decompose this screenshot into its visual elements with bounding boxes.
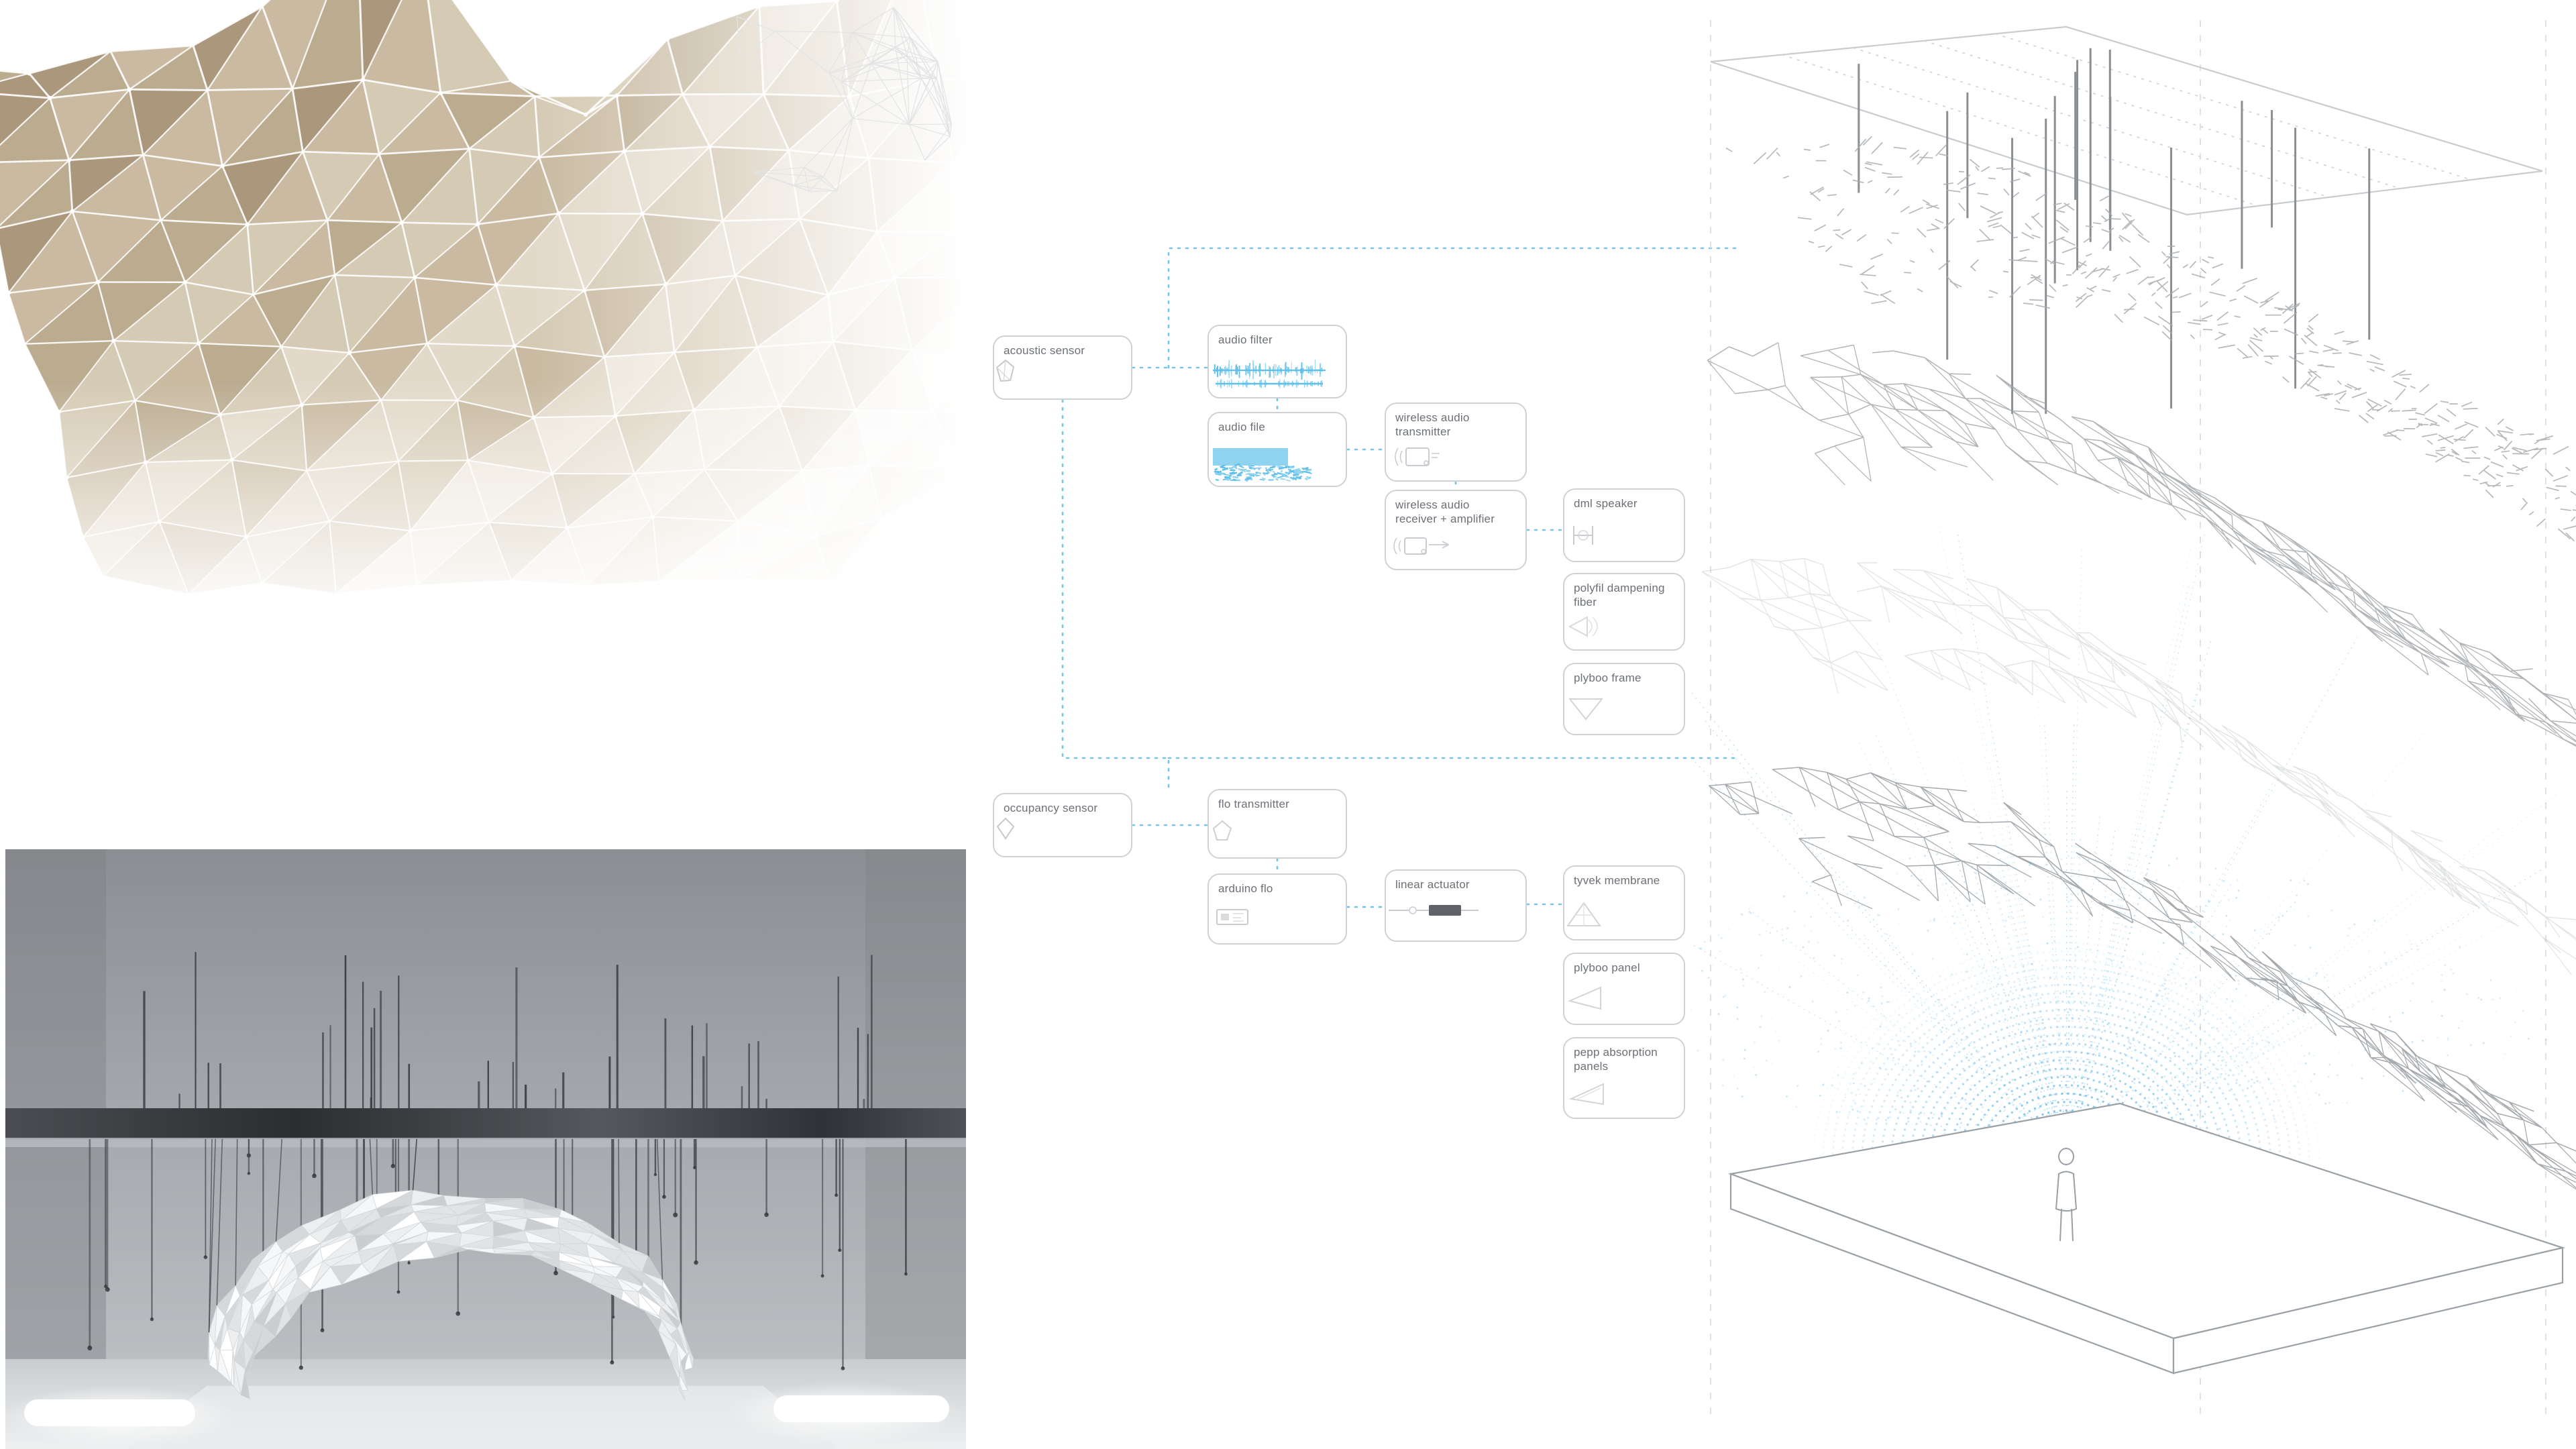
- node-linear-actuator[interactable]: linear actuator: [1385, 869, 1527, 942]
- node-pepp-absorption[interactable]: pepp absorption panels: [1563, 1037, 1685, 1119]
- axon-acoustic-waves: [1690, 523, 2561, 1161]
- axon-ceiling-plane: [1710, 25, 2543, 216]
- node-audio-filter-label: audio filter: [1218, 333, 1273, 346]
- panel-triangle-icon: [1564, 983, 1684, 1018]
- node-polyfil-fiber-label: polyfil dampening fiber: [1574, 582, 1665, 609]
- node-plyboo-frame[interactable]: plyboo frame: [1563, 663, 1685, 735]
- crystal-sensor-icon: [994, 358, 1131, 393]
- transmitter-icon: [1386, 443, 1525, 478]
- exploded-axonometric: [1690, 20, 2576, 1449]
- node-plyboo-panel[interactable]: plyboo panel: [1563, 953, 1685, 1025]
- node-occupancy-sensor[interactable]: occupancy sensor: [993, 793, 1132, 857]
- node-wireless-audio-receiver[interactable]: wireless audio receiver + amplifier: [1385, 490, 1527, 570]
- node-wireless-audio-transmitter[interactable]: wireless audio transmitter: [1385, 402, 1527, 482]
- absorption-triangle-icon: [1564, 1080, 1684, 1115]
- node-acoustic-sensor[interactable]: acoustic sensor: [993, 335, 1132, 400]
- node-occupancy-sensor-label: occupancy sensor: [1004, 802, 1098, 814]
- node-dml-speaker-label: dml speaker: [1574, 497, 1638, 510]
- membrane-triangle-icon: [1564, 899, 1684, 934]
- axon-floor-slab: [1727, 1102, 2566, 1375]
- spectrogram-icon: [1209, 445, 1346, 482]
- frame-triangle-icon: [1564, 694, 1684, 729]
- speaker-icon: [1564, 521, 1684, 555]
- axon-mesh-layers: [1701, 136, 2576, 1190]
- node-arduino-flo-label: arduino flo: [1218, 882, 1273, 895]
- node-audio-file-label: audio file: [1218, 421, 1266, 433]
- axon-suspension-rods: [1858, 48, 2371, 415]
- diamond-sensor-icon: [994, 816, 1131, 851]
- fiber-icon: [1564, 613, 1684, 648]
- flow-connection-lines: [1061, 247, 1739, 908]
- canopy-photograph: [0, 0, 973, 634]
- node-polyfil-fiber[interactable]: polyfil dampening fiber: [1563, 573, 1685, 651]
- node-tyvek-membrane[interactable]: tyvek membrane: [1563, 865, 1685, 941]
- model-photo-graphic: [5, 849, 966, 1449]
- node-flo-transmitter[interactable]: flo transmitter: [1208, 789, 1347, 859]
- waveform-icon: [1209, 357, 1346, 392]
- axon-human-figure: [2055, 1148, 2078, 1242]
- node-plyboo-panel-label: plyboo panel: [1574, 961, 1640, 974]
- node-pepp-absorption-label: pepp absorption panels: [1574, 1046, 1658, 1073]
- node-acoustic-sensor-label: acoustic sensor: [1004, 344, 1085, 357]
- node-wireless-audio-receiver-label: wireless audio receiver + amplifier: [1395, 498, 1495, 526]
- actuator-icon: [1386, 900, 1525, 935]
- node-flo-transmitter-label: flo transmitter: [1218, 798, 1289, 810]
- node-audio-file[interactable]: audio file: [1208, 412, 1347, 487]
- receiver-amp-icon: [1386, 533, 1525, 568]
- systems-flow-diagram: acoustic sensor audio filter audio file …: [993, 221, 1739, 1161]
- canopy-photo-graphic: [0, 0, 973, 634]
- node-arduino-flo[interactable]: arduino flo: [1208, 873, 1347, 945]
- node-plyboo-frame-label: plyboo frame: [1574, 672, 1642, 684]
- arduino-board-icon: [1209, 903, 1346, 938]
- model-photograph: [5, 849, 966, 1449]
- node-audio-filter[interactable]: audio filter: [1208, 325, 1347, 398]
- flo-node-icon: [1209, 817, 1346, 852]
- node-tyvek-membrane-label: tyvek membrane: [1574, 874, 1660, 887]
- node-dml-speaker[interactable]: dml speaker: [1563, 488, 1685, 562]
- node-linear-actuator-label: linear actuator: [1395, 878, 1470, 891]
- node-wireless-audio-transmitter-label: wireless audio transmitter: [1395, 411, 1470, 439]
- axonometric-graphic: [1690, 20, 2576, 1422]
